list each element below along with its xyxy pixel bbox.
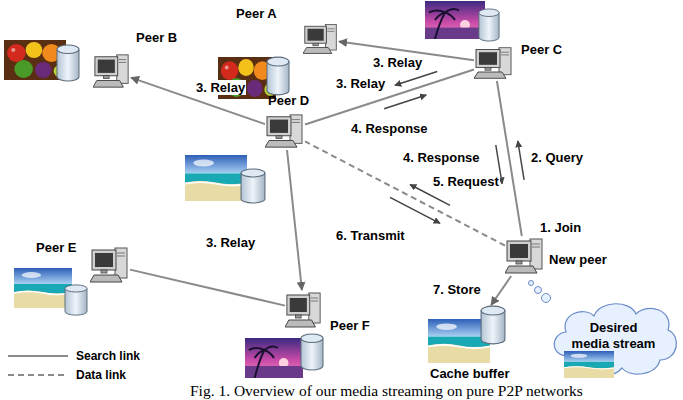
- thought-cloud: Desired media stream: [548, 296, 679, 380]
- peer-b: Peer B: [93, 52, 131, 90]
- search-link: [130, 270, 285, 306]
- peer-e-media: [14, 268, 87, 315]
- edge-label: 3. Relay: [195, 80, 246, 95]
- computer-icon: [265, 112, 305, 150]
- edge-label: 6. Transmit: [335, 228, 406, 243]
- edge-label: 3. Relay: [372, 55, 423, 70]
- peer-b-media: [4, 40, 79, 81]
- node-label: Peer F: [330, 318, 370, 333]
- computer-icon: [90, 245, 130, 285]
- node-label: Cache buffer: [430, 366, 509, 381]
- computer-icon: [285, 290, 323, 330]
- data-link: [305, 141, 505, 245]
- search-link: [305, 70, 474, 125]
- edge-label: 4. Response: [350, 121, 429, 136]
- legend-text: Search link: [76, 349, 140, 364]
- node-label: Peer A: [236, 6, 277, 21]
- node-label: Peer D: [268, 93, 309, 108]
- peer-c: Peer C: [474, 45, 514, 81]
- peer-e: Peer E: [90, 245, 130, 285]
- cloud-text: Desired media stream: [571, 320, 657, 352]
- legend-text: Data link: [76, 368, 126, 383]
- search-link: [287, 150, 302, 290]
- peer-d-media: [185, 155, 265, 203]
- edge-label: 7. Store: [432, 282, 482, 297]
- search-link: [131, 78, 265, 125]
- figure-caption: Fig. 1. Overview of our media streaming …: [190, 382, 583, 399]
- search-link: [491, 276, 511, 305]
- computer-icon: [505, 236, 545, 276]
- node-label: Peer B: [136, 30, 177, 45]
- node-label: New peer: [549, 252, 607, 267]
- cache-buffer: Cache buffer: [428, 305, 514, 363]
- node-label: Peer C: [521, 42, 562, 57]
- edge-label: 3. Relay: [335, 76, 386, 91]
- edge-label: 4. Response: [402, 150, 481, 165]
- legend-samples: [8, 356, 68, 375]
- computer-icon: [303, 22, 339, 56]
- callout-label: 1. Join: [540, 220, 581, 235]
- node-label: Peer E: [36, 240, 76, 255]
- thought-bubbles: [529, 281, 551, 303]
- message-arrow: [395, 72, 437, 86]
- peer-d: Peer D: [265, 112, 305, 150]
- computer-icon: [93, 52, 131, 90]
- message-arrow: [384, 95, 426, 109]
- peer-f-media: [245, 334, 323, 378]
- edge-label: 5. Request: [432, 174, 500, 189]
- peer-f: Peer F: [285, 290, 323, 330]
- edge-label: 2. Query: [530, 150, 584, 165]
- search-link: [497, 81, 522, 236]
- new-peer: New peer: [505, 236, 545, 276]
- message-arrow: [390, 197, 440, 223]
- peer-c-media: [425, 1, 499, 41]
- peer-a: Peer A: [303, 22, 339, 56]
- cache-icon: [428, 305, 514, 363]
- computer-icon: [474, 45, 514, 81]
- message-arrow: [518, 141, 524, 180]
- edge-label: 3. Relay: [205, 235, 256, 250]
